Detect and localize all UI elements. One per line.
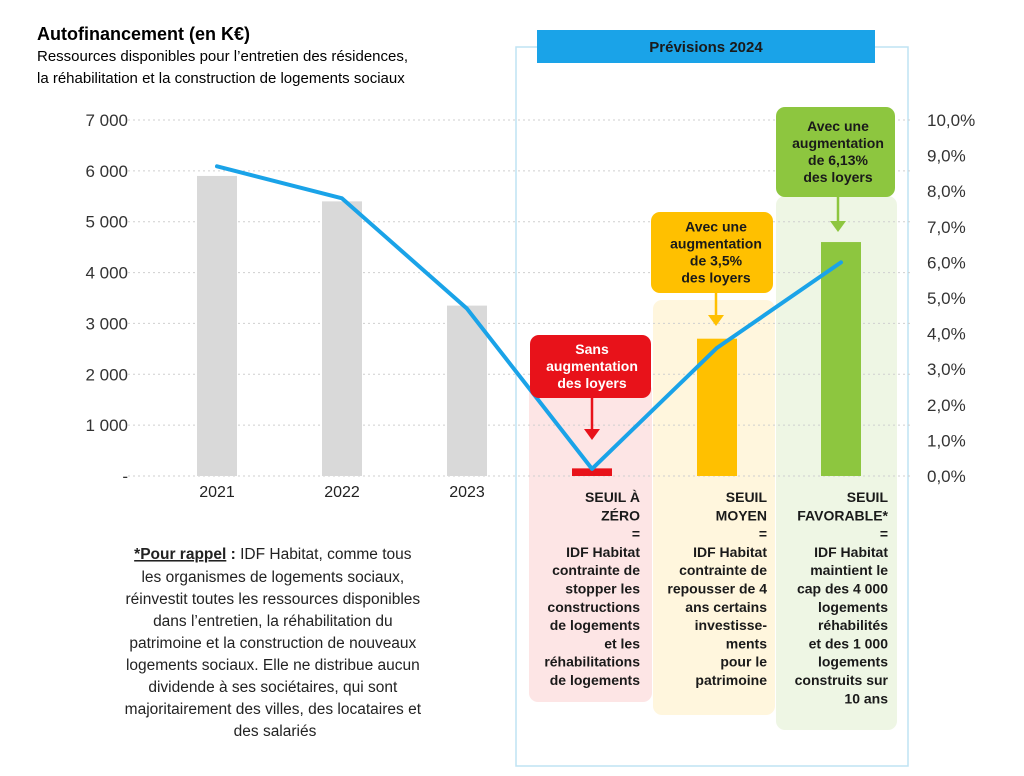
scenario-text: de logements <box>550 672 640 688</box>
scenario-text: SEUIL <box>726 489 768 505</box>
y-right-tick-label: 1,0% <box>927 431 966 450</box>
callout-text: Avec une <box>807 118 869 134</box>
y-right-tick-label: 4,0% <box>927 325 966 344</box>
chart-subtitle-line-1: Ressources disponibles pour l’entretien … <box>37 48 408 65</box>
y-axis-right: 0,0% 1,0% 2,0% 3,0% 4,0% 5,0% 6,0% 7,0% 8,0% 9,0%… <box>927 111 975 486</box>
callout-text: de 3,5% <box>690 253 743 269</box>
scenario-text: constructions <box>547 599 640 615</box>
bar-series <box>197 175 861 476</box>
y-left-tick-label: 6 000 <box>85 162 128 181</box>
bar-seuil-z-ro <box>572 468 612 476</box>
scenario-panel-zero <box>529 382 652 702</box>
y-right-tick-label: 8,0% <box>927 182 966 201</box>
callout-text: des loyers <box>557 375 626 391</box>
scenario-panel-moyen <box>653 300 775 715</box>
bar-2022 <box>322 201 362 476</box>
scenario-text: réhabilitations <box>544 654 640 670</box>
scenario-descriptions: SEUIL À ZÉRO = IDF Habitat contrainte de stop… <box>544 489 888 706</box>
scenario-text: construits sur <box>795 672 889 688</box>
scenario-text: stopper les <box>565 581 640 597</box>
scenario-text: = <box>759 526 767 542</box>
scenario-text: logements <box>818 654 888 670</box>
y-right-tick-label: 3,0% <box>927 360 966 379</box>
bar-2023 <box>447 305 487 476</box>
y-right-tick-label: 6,0% <box>927 253 966 272</box>
forecast-banner-label: Prévisions 2024 <box>649 39 763 56</box>
scenario-text: cap des 4 000 <box>797 581 888 597</box>
y-right-tick-label: 5,0% <box>927 289 966 308</box>
scenario-text: IDF Habitat <box>693 544 767 560</box>
y-right-tick-label: 10,0% <box>927 111 975 130</box>
scenario-text: MOYEN <box>716 507 767 523</box>
y-left-tick-label: 3 000 <box>85 314 128 333</box>
scenario-text: maintient le <box>810 562 888 578</box>
grid <box>128 119 910 477</box>
scenario-text: et des 1 000 <box>809 635 889 651</box>
x-tick-label: 2022 <box>324 484 360 501</box>
chart-subtitle-line-2: la réhabilitation et la construction de … <box>37 70 405 87</box>
callout-arrowhead <box>584 429 600 440</box>
y-right-tick-label: 7,0% <box>927 218 966 237</box>
callout-text: augmentation <box>670 236 762 252</box>
scenario-text: SEUIL <box>847 489 889 505</box>
x-tick-label: 2021 <box>199 484 235 501</box>
scenario-text: pour le <box>720 654 767 670</box>
line-series <box>215 164 843 471</box>
scenario-text: de logements <box>550 617 640 633</box>
scenario-text: = <box>880 526 888 542</box>
y-right-tick-label: 2,0% <box>927 396 966 415</box>
chart-title: Autofinancement (en K€) <box>37 24 250 44</box>
bar-2021 <box>197 175 237 476</box>
y-left-tick-label: 5 000 <box>85 213 128 232</box>
scenario-text: réhabilités <box>818 617 888 633</box>
callout-no-increase <box>530 335 651 398</box>
scenario-text: logements <box>818 599 888 615</box>
ratio-line <box>215 164 843 471</box>
reminder-prefix: *Pour rappel <box>134 546 226 563</box>
callout-text: des loyers <box>803 169 872 185</box>
scenario-text: FAVORABLE* <box>797 507 888 523</box>
scenario-text: IDF Habitat <box>566 544 640 560</box>
x-tick-label: 2023 <box>449 484 485 501</box>
forecast-banner <box>537 30 875 63</box>
scenario-text: ZÉRO <box>601 507 640 523</box>
scenario-text: contrainte de <box>552 562 640 578</box>
callout-text: Avec une <box>685 219 747 235</box>
scenario-text: ments <box>726 635 767 651</box>
y-left-tick-label: 2 000 <box>85 365 128 384</box>
scenario-text: IDF Habitat <box>814 544 888 560</box>
y-left-tick-label: 7 000 <box>85 111 128 130</box>
callout-arrowhead <box>708 315 724 326</box>
callout-text: Sans <box>575 341 609 357</box>
y-right-tick-label: 0,0% <box>927 467 966 486</box>
callout-text: augmentation <box>546 358 638 374</box>
callout-text: de 6,13% <box>808 152 868 168</box>
callout-increase-3-5 <box>651 212 773 293</box>
y-left-tick-label: - <box>122 467 128 486</box>
scenario-text: investisse- <box>695 617 768 633</box>
y-left-tick-label: 1 000 <box>85 416 128 435</box>
callout-text: des loyers <box>681 270 750 286</box>
callout-increase-6-13 <box>776 107 895 197</box>
callout-arrowhead <box>830 221 846 232</box>
y-left-tick-label: 4 000 <box>85 264 128 283</box>
y-right-tick-label: 9,0% <box>927 147 966 166</box>
scenario-text: 10 ans <box>844 690 888 706</box>
y-axis-left: - 1 000 2 000 3 000 4 000 5 000 6 000 7 000 <box>85 111 128 486</box>
scenario-text: SEUIL À <box>585 489 640 505</box>
reminder-note: *Pour rappel : IDF Habitat, comme tous l… <box>125 546 426 740</box>
scenario-text: repousser de 4 <box>667 581 767 597</box>
callout-text: augmentation <box>792 135 884 151</box>
scenario-text: ans certains <box>685 599 767 615</box>
x-axis-labels: 2021 2022 2023 <box>199 484 485 501</box>
scenario-text: patrimoine <box>695 672 767 688</box>
scenario-text: et les <box>604 635 640 651</box>
scenario-text: = <box>632 526 640 542</box>
scenario-text: contrainte de <box>679 562 767 578</box>
bar-seuil-favorable <box>821 242 861 476</box>
